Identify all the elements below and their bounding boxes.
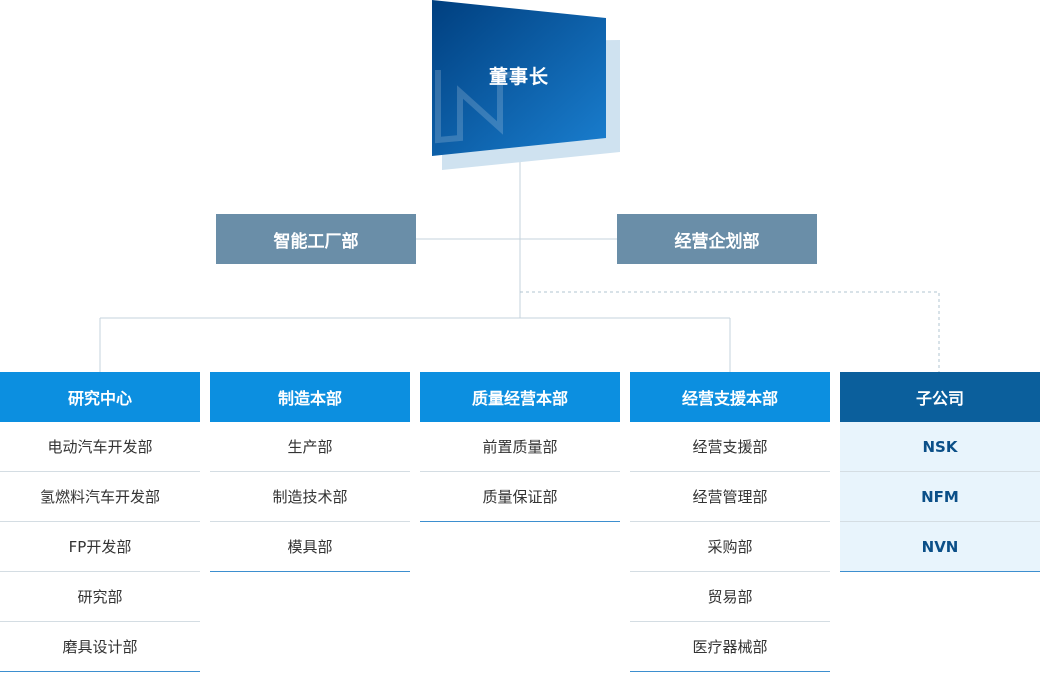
chairman-panel xyxy=(432,0,606,156)
department-item: 贸易部 xyxy=(630,572,830,622)
subsidiary-item: NVN xyxy=(840,522,1040,572)
department-item: 质量保证部 xyxy=(420,472,620,522)
department-item: 采购部 xyxy=(630,522,830,572)
department-item: 制造技术部 xyxy=(210,472,410,522)
chairman-graphic xyxy=(432,0,620,170)
subsidiary-dashed-connector xyxy=(520,291,940,372)
division-manufacturing: 制造本部 生产部 制造技术部 模具部 xyxy=(210,372,410,572)
department-item: 电动汽车开发部 xyxy=(0,422,200,472)
staff-unit-management-planning: 经营企划部 xyxy=(617,214,817,264)
department-item: 医疗器械部 xyxy=(630,622,830,672)
division-header: 经营支援本部 xyxy=(630,372,830,422)
department-item: 生产部 xyxy=(210,422,410,472)
division-research-center: 研究中心 电动汽车开发部 氢燃料汽车开发部 FP开发部 研究部 磨具设计部 xyxy=(0,372,200,672)
department-item: 经营管理部 xyxy=(630,472,830,522)
chairman-box xyxy=(430,0,622,172)
division-header: 质量经营本部 xyxy=(420,372,620,422)
division-header: 子公司 xyxy=(840,372,1040,422)
department-item: 氢燃料汽车开发部 xyxy=(0,472,200,522)
division-quality: 质量经营本部 前置质量部 质量保证部 xyxy=(420,372,620,522)
chairman-label: 董事长 xyxy=(488,66,549,88)
division-subsidiaries: 子公司 NSK NFM NVN xyxy=(840,372,1040,572)
division-business-support: 经营支援本部 经营支援部 经营管理部 采购部 贸易部 医疗器械部 xyxy=(630,372,830,672)
division-header: 研究中心 xyxy=(0,372,200,422)
logo-watermark-icon xyxy=(435,69,527,144)
department-item: 模具部 xyxy=(210,522,410,572)
subsidiary-item: NFM xyxy=(840,472,1040,522)
department-item: 前置质量部 xyxy=(420,422,620,472)
department-item: 研究部 xyxy=(0,572,200,622)
staff-unit-smart-factory: 智能工厂部 xyxy=(216,214,416,264)
subsidiary-item: NSK xyxy=(840,422,1040,472)
division-header: 制造本部 xyxy=(210,372,410,422)
department-item: FP开发部 xyxy=(0,522,200,572)
department-item: 磨具设计部 xyxy=(0,622,200,672)
department-item: 经营支援部 xyxy=(630,422,830,472)
